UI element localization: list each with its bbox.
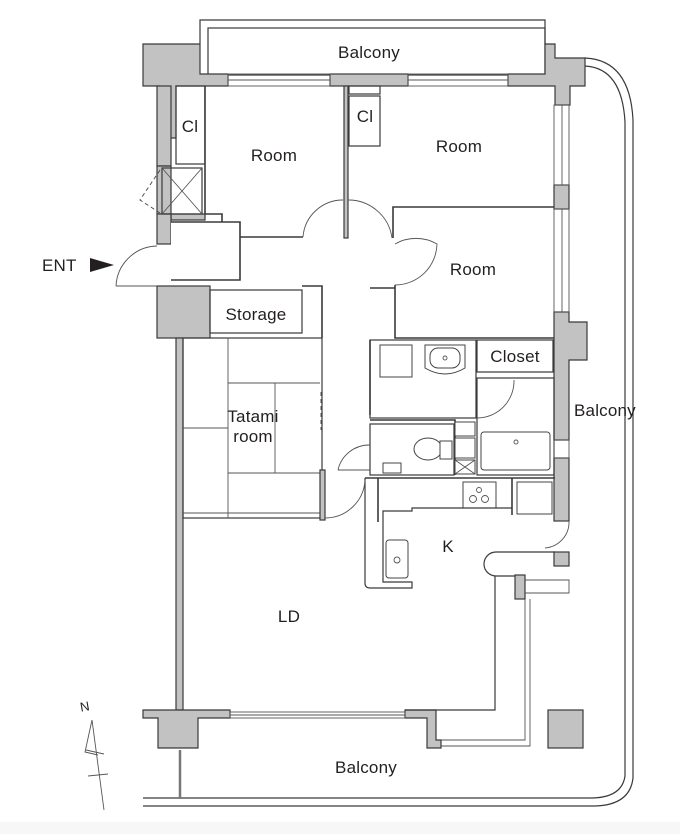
structural-walls [142, 43, 588, 749]
label-tatami-line2: room [233, 427, 273, 446]
label-room-northeast: Room [435, 137, 483, 156]
label-closet-east: Closet [490, 347, 540, 366]
south-windows [229, 599, 531, 747]
door-swings [115, 169, 570, 549]
label-room-northwest: Room [250, 146, 298, 165]
label-closet-center: Cl [356, 107, 374, 126]
label-room-east: Room [449, 260, 497, 279]
label-living-dining: LD [277, 607, 301, 626]
label-tatami-line1: Tatami [227, 407, 279, 426]
label-balcony-south: Balcony [335, 758, 397, 777]
balcony-rail [143, 57, 634, 807]
footer-strip [0, 822, 680, 834]
label-balcony-east: Balcony [574, 401, 636, 420]
entrance-arrow-icon [90, 258, 114, 272]
label-closet-west: Cl [181, 117, 199, 136]
label-storage: Storage [225, 305, 287, 324]
north-windows [227, 73, 509, 87]
label-tatami-room: Tatami room [227, 407, 278, 447]
east-windows [525, 104, 570, 594]
north-compass-icon [84, 719, 109, 811]
label-entrance: ENT [42, 256, 77, 275]
label-kitchen: K [442, 537, 454, 556]
label-balcony-north: Balcony [338, 43, 400, 62]
label-compass-north: N [78, 698, 91, 715]
interior-walls [161, 85, 555, 711]
